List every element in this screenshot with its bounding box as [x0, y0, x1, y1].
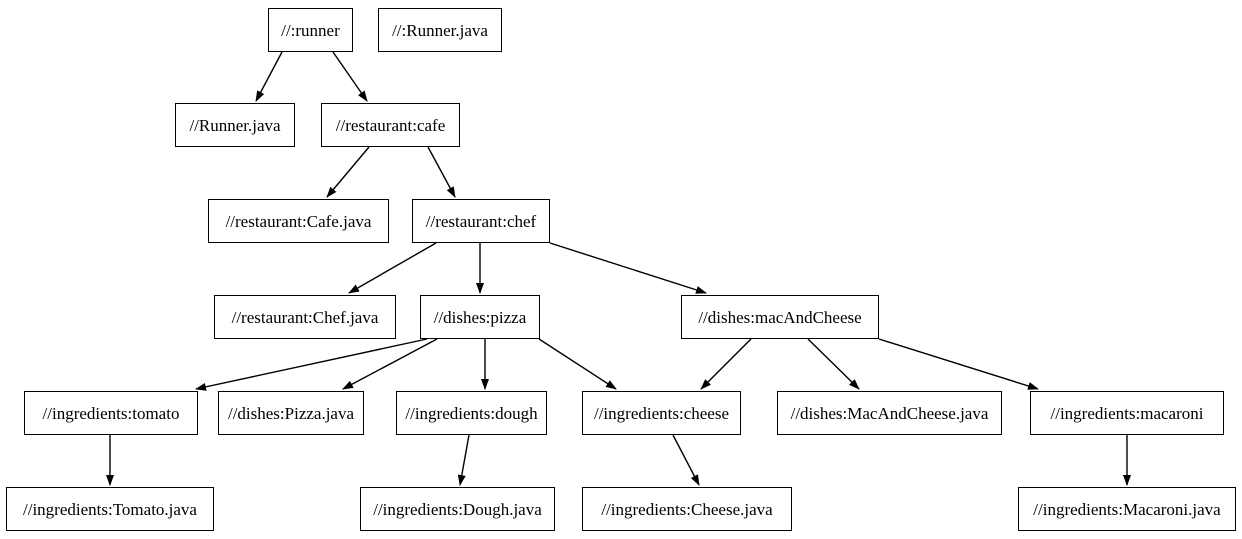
graph-node-chef: //restaurant:chef [412, 199, 550, 243]
edge-chef-to-chef-java [348, 242, 437, 294]
edge-cafe-to-chef [427, 146, 456, 198]
edge-runner-to-cafe [332, 51, 368, 102]
graph-node-cafe-java: //restaurant:Cafe.java [208, 199, 389, 243]
graph-node-mac-and-cheese: //dishes:macAndCheese [681, 295, 879, 339]
graph-node-cafe: //restaurant:cafe [321, 103, 460, 147]
graph-node-macaroni: //ingredients:macaroni [1030, 391, 1224, 435]
graph-node-pizza: //dishes:pizza [420, 295, 540, 339]
graph-node-runner: //:runner [268, 8, 353, 52]
edge-mac-and-cheese-to-macaroni [878, 338, 1039, 390]
edge-pizza-to-pizza-java [342, 338, 438, 390]
edge-mac-and-cheese-to-mac-and-cheese-java [807, 338, 860, 390]
graph-node-runner-java: //Runner.java [175, 103, 295, 147]
graph-node-tomato-java: //ingredients:Tomato.java [6, 487, 214, 531]
graph-node-runner-java-top: //:Runner.java [378, 8, 502, 52]
graph-node-mac-and-cheese-java: //dishes:MacAndCheese.java [777, 391, 1002, 435]
graph-node-pizza-java: //dishes:Pizza.java [218, 391, 364, 435]
graph-node-chef-java: //restaurant:Chef.java [214, 295, 396, 339]
edge-chef-to-mac-and-cheese [549, 242, 707, 294]
edge-pizza-to-tomato [195, 338, 428, 391]
edge-cafe-to-cafe-java [326, 146, 370, 198]
edge-dough-to-dough-java [457, 434, 470, 486]
graph-node-cheese: //ingredients:cheese [582, 391, 741, 435]
edge-mac-and-cheese-to-cheese [700, 338, 752, 390]
edge-pizza-to-cheese [538, 338, 617, 390]
edge-runner-to-runner-java [255, 51, 283, 102]
graph-node-cheese-java: //ingredients:Cheese.java [582, 487, 792, 531]
graph-node-dough: //ingredients:dough [396, 391, 547, 435]
edge-cheese-to-cheese-java [672, 434, 700, 486]
graph-node-macaroni-java: //ingredients:Macaroni.java [1018, 487, 1236, 531]
graph-node-tomato: //ingredients:tomato [24, 391, 198, 435]
graph-node-dough-java: //ingredients:Dough.java [360, 487, 555, 531]
